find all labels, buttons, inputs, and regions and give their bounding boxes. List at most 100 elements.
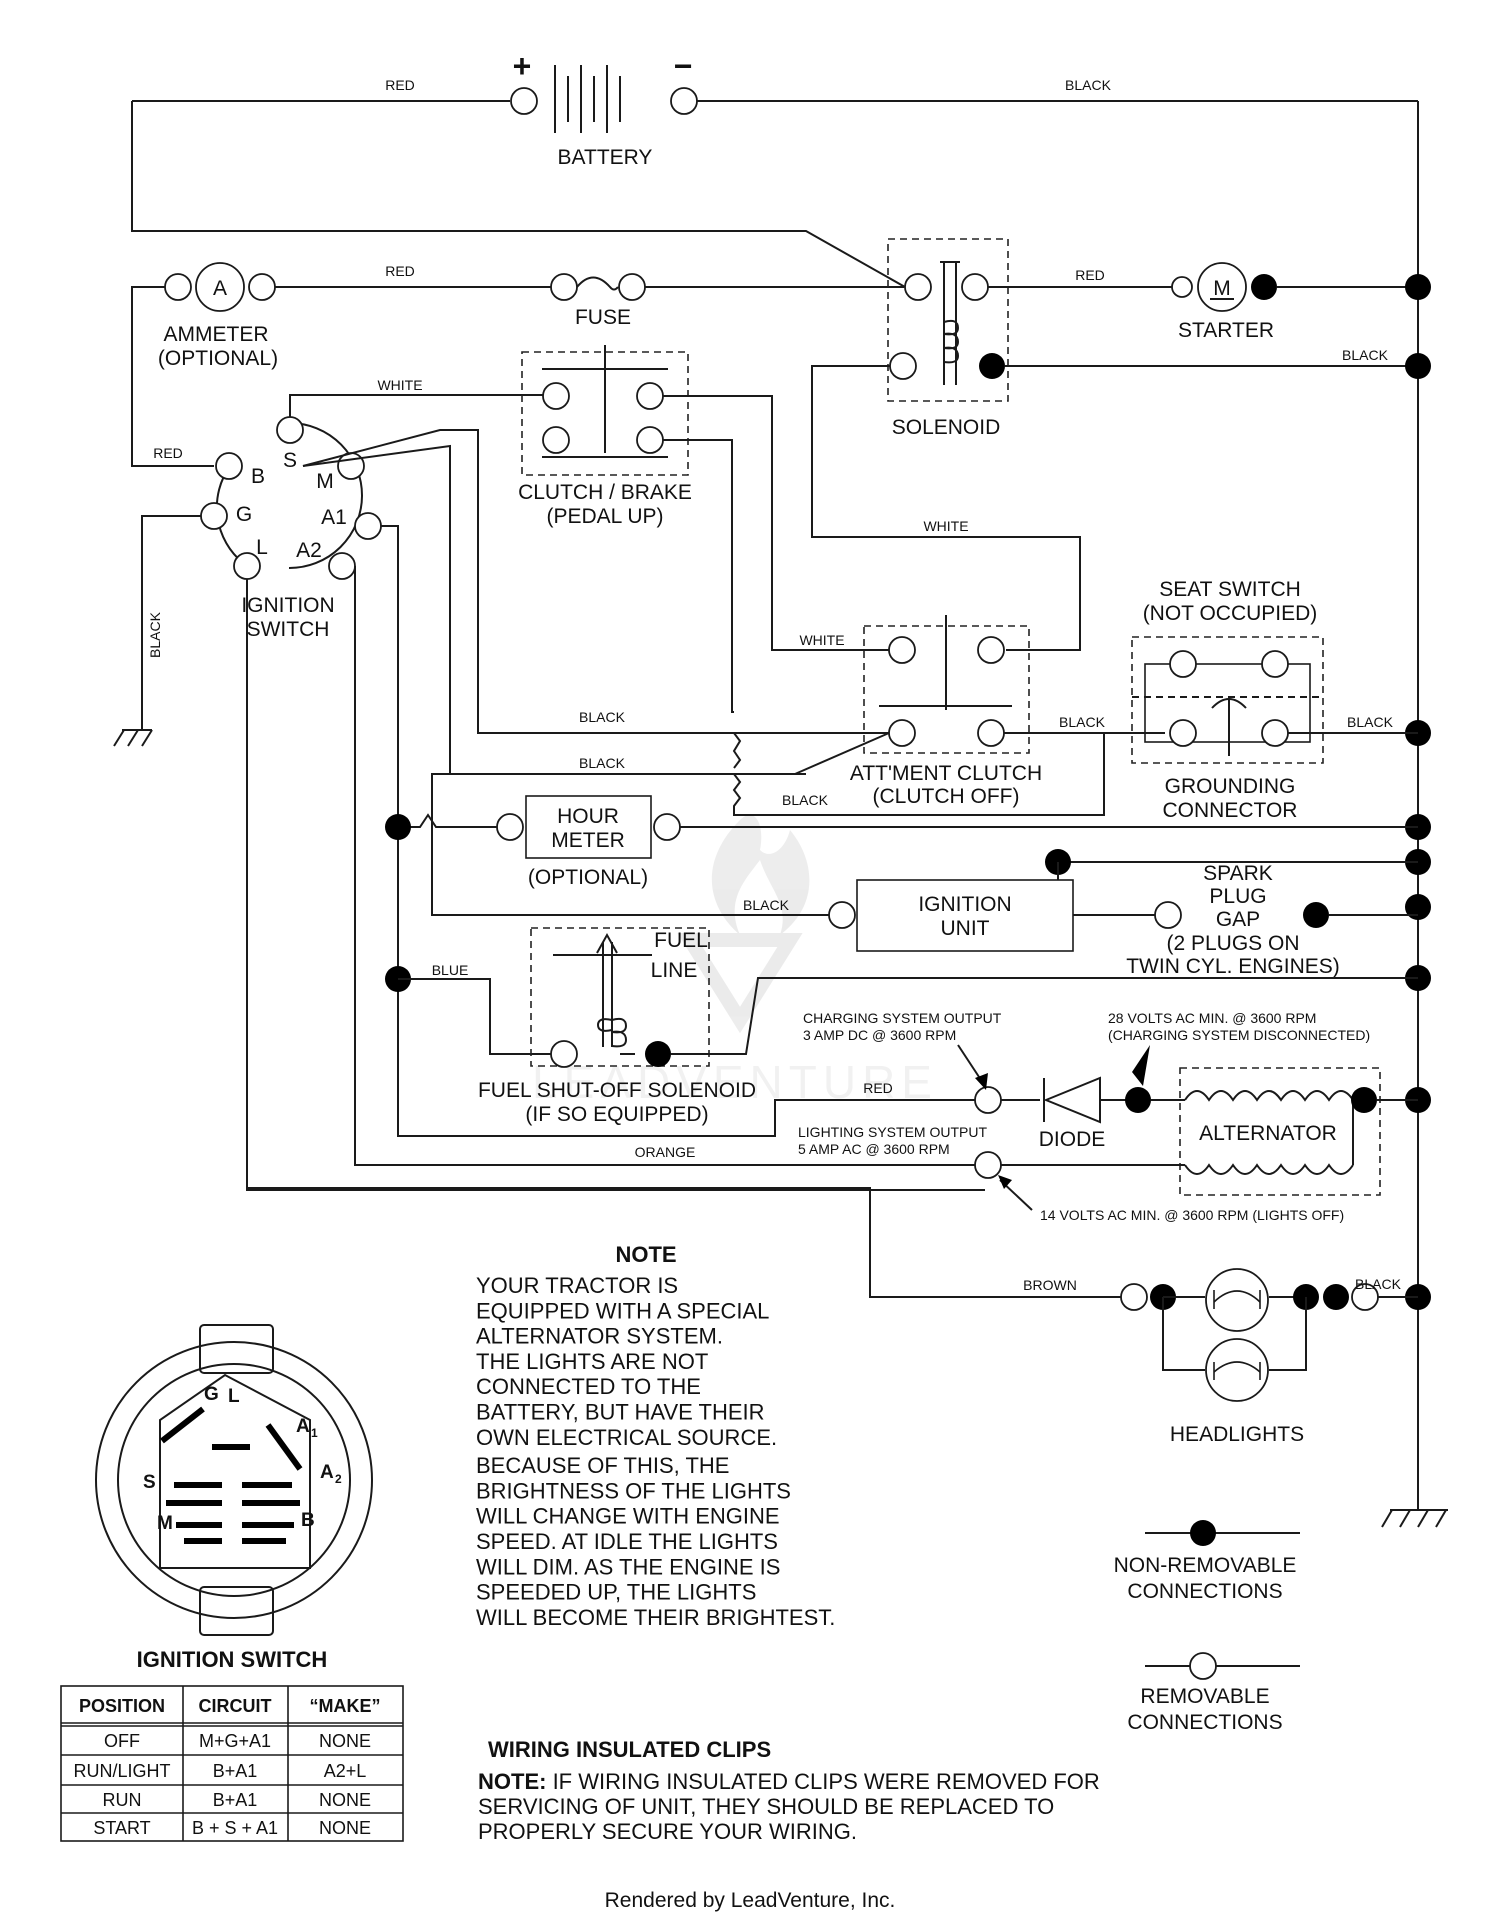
legend: NON-REMOVABLE CONNECTIONS REMOVABLE CONN… — [1114, 1520, 1300, 1734]
wire-b-hour — [398, 813, 510, 828]
ammeter-sub: (OPTIONAL) — [158, 347, 278, 370]
hour-meter-l2: METER — [551, 829, 625, 852]
alternator-label: ALTERNATOR — [1199, 1122, 1337, 1145]
attment-label: ATT'MENT CLUTCH — [850, 762, 1042, 785]
ign-pin-a2: A2 — [296, 539, 322, 562]
clutch-brake-label: CLUTCH / BRAKE — [518, 481, 692, 504]
ign-pin-b: B — [251, 465, 265, 488]
headlights-label: HEADLIGHTS — [1170, 1423, 1304, 1446]
spark-l5: TWIN CYL. ENGINES) — [1126, 955, 1340, 978]
table-cell: OFF — [104, 1731, 140, 1751]
legend-removable2: CONNECTIONS — [1127, 1711, 1282, 1734]
ign-pin-s: S — [283, 449, 297, 472]
wire-label-black-head: BLACK — [1355, 1276, 1402, 1292]
ignition-switch-detail: G L A 1 S A 2 M B — [95, 1324, 373, 1636]
switch-table — [60, 1685, 404, 1842]
wire-label-white-attment: WHITE — [799, 632, 844, 648]
note-line: BRIGHTNESS OF THE LIGHTS — [476, 1478, 791, 1503]
wire-red-charging — [397, 1006, 975, 1137]
line-label: LINE — [651, 959, 698, 982]
attment-sub: (CLUTCH OFF) — [873, 785, 1020, 808]
detail-g: G — [204, 1384, 219, 1405]
hour-meter-l1: HOUR — [557, 805, 619, 828]
wire-label-black-m: BLACK — [579, 709, 626, 725]
wire-brown — [246, 1187, 1122, 1298]
wire-label-black-top: BLACK — [1065, 77, 1112, 93]
detail-a2: A — [320, 1462, 334, 1483]
hour-meter-sub: (OPTIONAL) — [528, 866, 648, 889]
wire-a1-attment — [302, 444, 1105, 816]
wire-label-black-seat: BLACK — [1059, 714, 1106, 730]
wire-clutch-attment-white — [663, 395, 889, 651]
charging-terminal — [974, 1086, 1002, 1114]
ammeter-symbol: A — [213, 277, 227, 300]
spark-plug: SPARK PLUG GAP (2 PLUGS ON TWIN CYL. ENG… — [1126, 862, 1418, 978]
detail-a1-sub: 1 — [311, 1426, 318, 1440]
table-cell: B+A1 — [213, 1761, 258, 1781]
ign-sub: SWITCH — [247, 618, 330, 641]
wire-ammeter-ign — [131, 286, 214, 467]
fuel-label: FUEL — [654, 929, 708, 952]
wire-s-clutch — [289, 394, 543, 417]
table-header: POSITION — [79, 1696, 165, 1716]
attment-clutch-switch: ATT'MENT CLUTCH (CLUTCH OFF) — [850, 615, 1042, 808]
charging-l1: CHARGING SYSTEM OUTPUT — [803, 1010, 1002, 1026]
table-cell: B+A1 — [213, 1790, 258, 1810]
wire-label-white-s: WHITE — [377, 377, 422, 393]
note-line: BECAUSE OF THIS, THE — [476, 1453, 729, 1478]
wire-label-black-clutch: BLACK — [782, 792, 829, 808]
note-line: YOUR TRACTOR IS — [476, 1273, 678, 1298]
clips-line1-text: IF WIRING INSULATED CLIPS WERE REMOVED F… — [546, 1769, 1099, 1794]
detail-m: M — [157, 1513, 173, 1534]
diode-dot — [1125, 1087, 1151, 1113]
wire-solenoid-attment-white — [811, 365, 1081, 651]
ign-pin-a1: A1 — [321, 506, 347, 529]
seat-switch: SEAT SWITCH (NOT OCCUPIED) GROUNDING CON… — [1131, 578, 1324, 822]
table-header: “MAKE” — [310, 1696, 381, 1716]
seat-switch-sub: (NOT OCCUPIED) — [1143, 602, 1318, 625]
ign-pin-m: M — [316, 470, 334, 493]
note-line: WILL DIM. AS THE ENGINE IS — [476, 1554, 780, 1579]
note-line: BATTERY, BUT HAVE THEIR — [476, 1400, 765, 1425]
wire-label-red-ign: RED — [153, 445, 183, 461]
ign-pin-g: G — [236, 503, 252, 526]
seat-switch-label: SEAT SWITCH — [1159, 578, 1301, 601]
wire-label-black-a1: BLACK — [579, 755, 626, 771]
ignition-unit-l1: IGNITION — [918, 893, 1011, 916]
battery: + − BATTERY RED BLACK — [132, 48, 1418, 169]
table-cell: NONE — [319, 1790, 371, 1810]
wire-g-ground — [141, 515, 201, 730]
note-title: NOTE — [615, 1242, 676, 1267]
table-cell: A2+L — [324, 1761, 367, 1781]
table-cell: NONE — [319, 1731, 371, 1751]
battery-plus: + — [513, 48, 532, 84]
wire-label-blue: BLUE — [432, 962, 469, 978]
wire-label-black-ign: BLACK — [743, 897, 790, 913]
note-line: SPEEDED UP, THE LIGHTS — [476, 1580, 756, 1605]
spark-l3: GAP — [1216, 908, 1260, 931]
volts14: 14 VOLTS AC MIN. @ 3600 RPM (LIGHTS OFF) — [1040, 1207, 1344, 1223]
switch-detail-title: IGNITION SWITCH — [137, 1647, 328, 1672]
hour-meter: HOUR METER (OPTIONAL) — [496, 795, 681, 889]
table-cell: START — [93, 1818, 150, 1838]
note-line: ALTERNATOR SYSTEM. — [476, 1324, 723, 1349]
fuel-solenoid-label: FUEL SHUT-OFF SOLENOID — [478, 1079, 756, 1102]
note-line: WILL CHANGE WITH ENGINE — [476, 1504, 780, 1529]
wire-label-black-ground: BLACK — [147, 611, 163, 658]
lighting-terminal — [974, 1151, 1002, 1179]
wire-fuel-ground — [671, 977, 1418, 1055]
wire-label-red-charging: RED — [863, 1080, 893, 1096]
note-line: OWN ELECTRICAL SOURCE. — [476, 1425, 777, 1450]
diode: DIODE — [1039, 1076, 1128, 1151]
starter: M STARTER — [1171, 262, 1418, 342]
charging-l2: 3 AMP DC @ 3600 RPM — [803, 1027, 956, 1043]
ign-pin-l: L — [256, 536, 268, 559]
solenoid: SOLENOID — [887, 238, 1009, 439]
clips-line3: PROPERLY SECURE YOUR WIRING. — [478, 1819, 857, 1844]
legend-nonremovable2: CONNECTIONS — [1127, 1580, 1282, 1603]
starter-label: STARTER — [1178, 319, 1274, 342]
spark-l1: SPARK — [1203, 862, 1273, 885]
note-line: EQUIPPED WITH A SPECIAL — [476, 1298, 769, 1323]
